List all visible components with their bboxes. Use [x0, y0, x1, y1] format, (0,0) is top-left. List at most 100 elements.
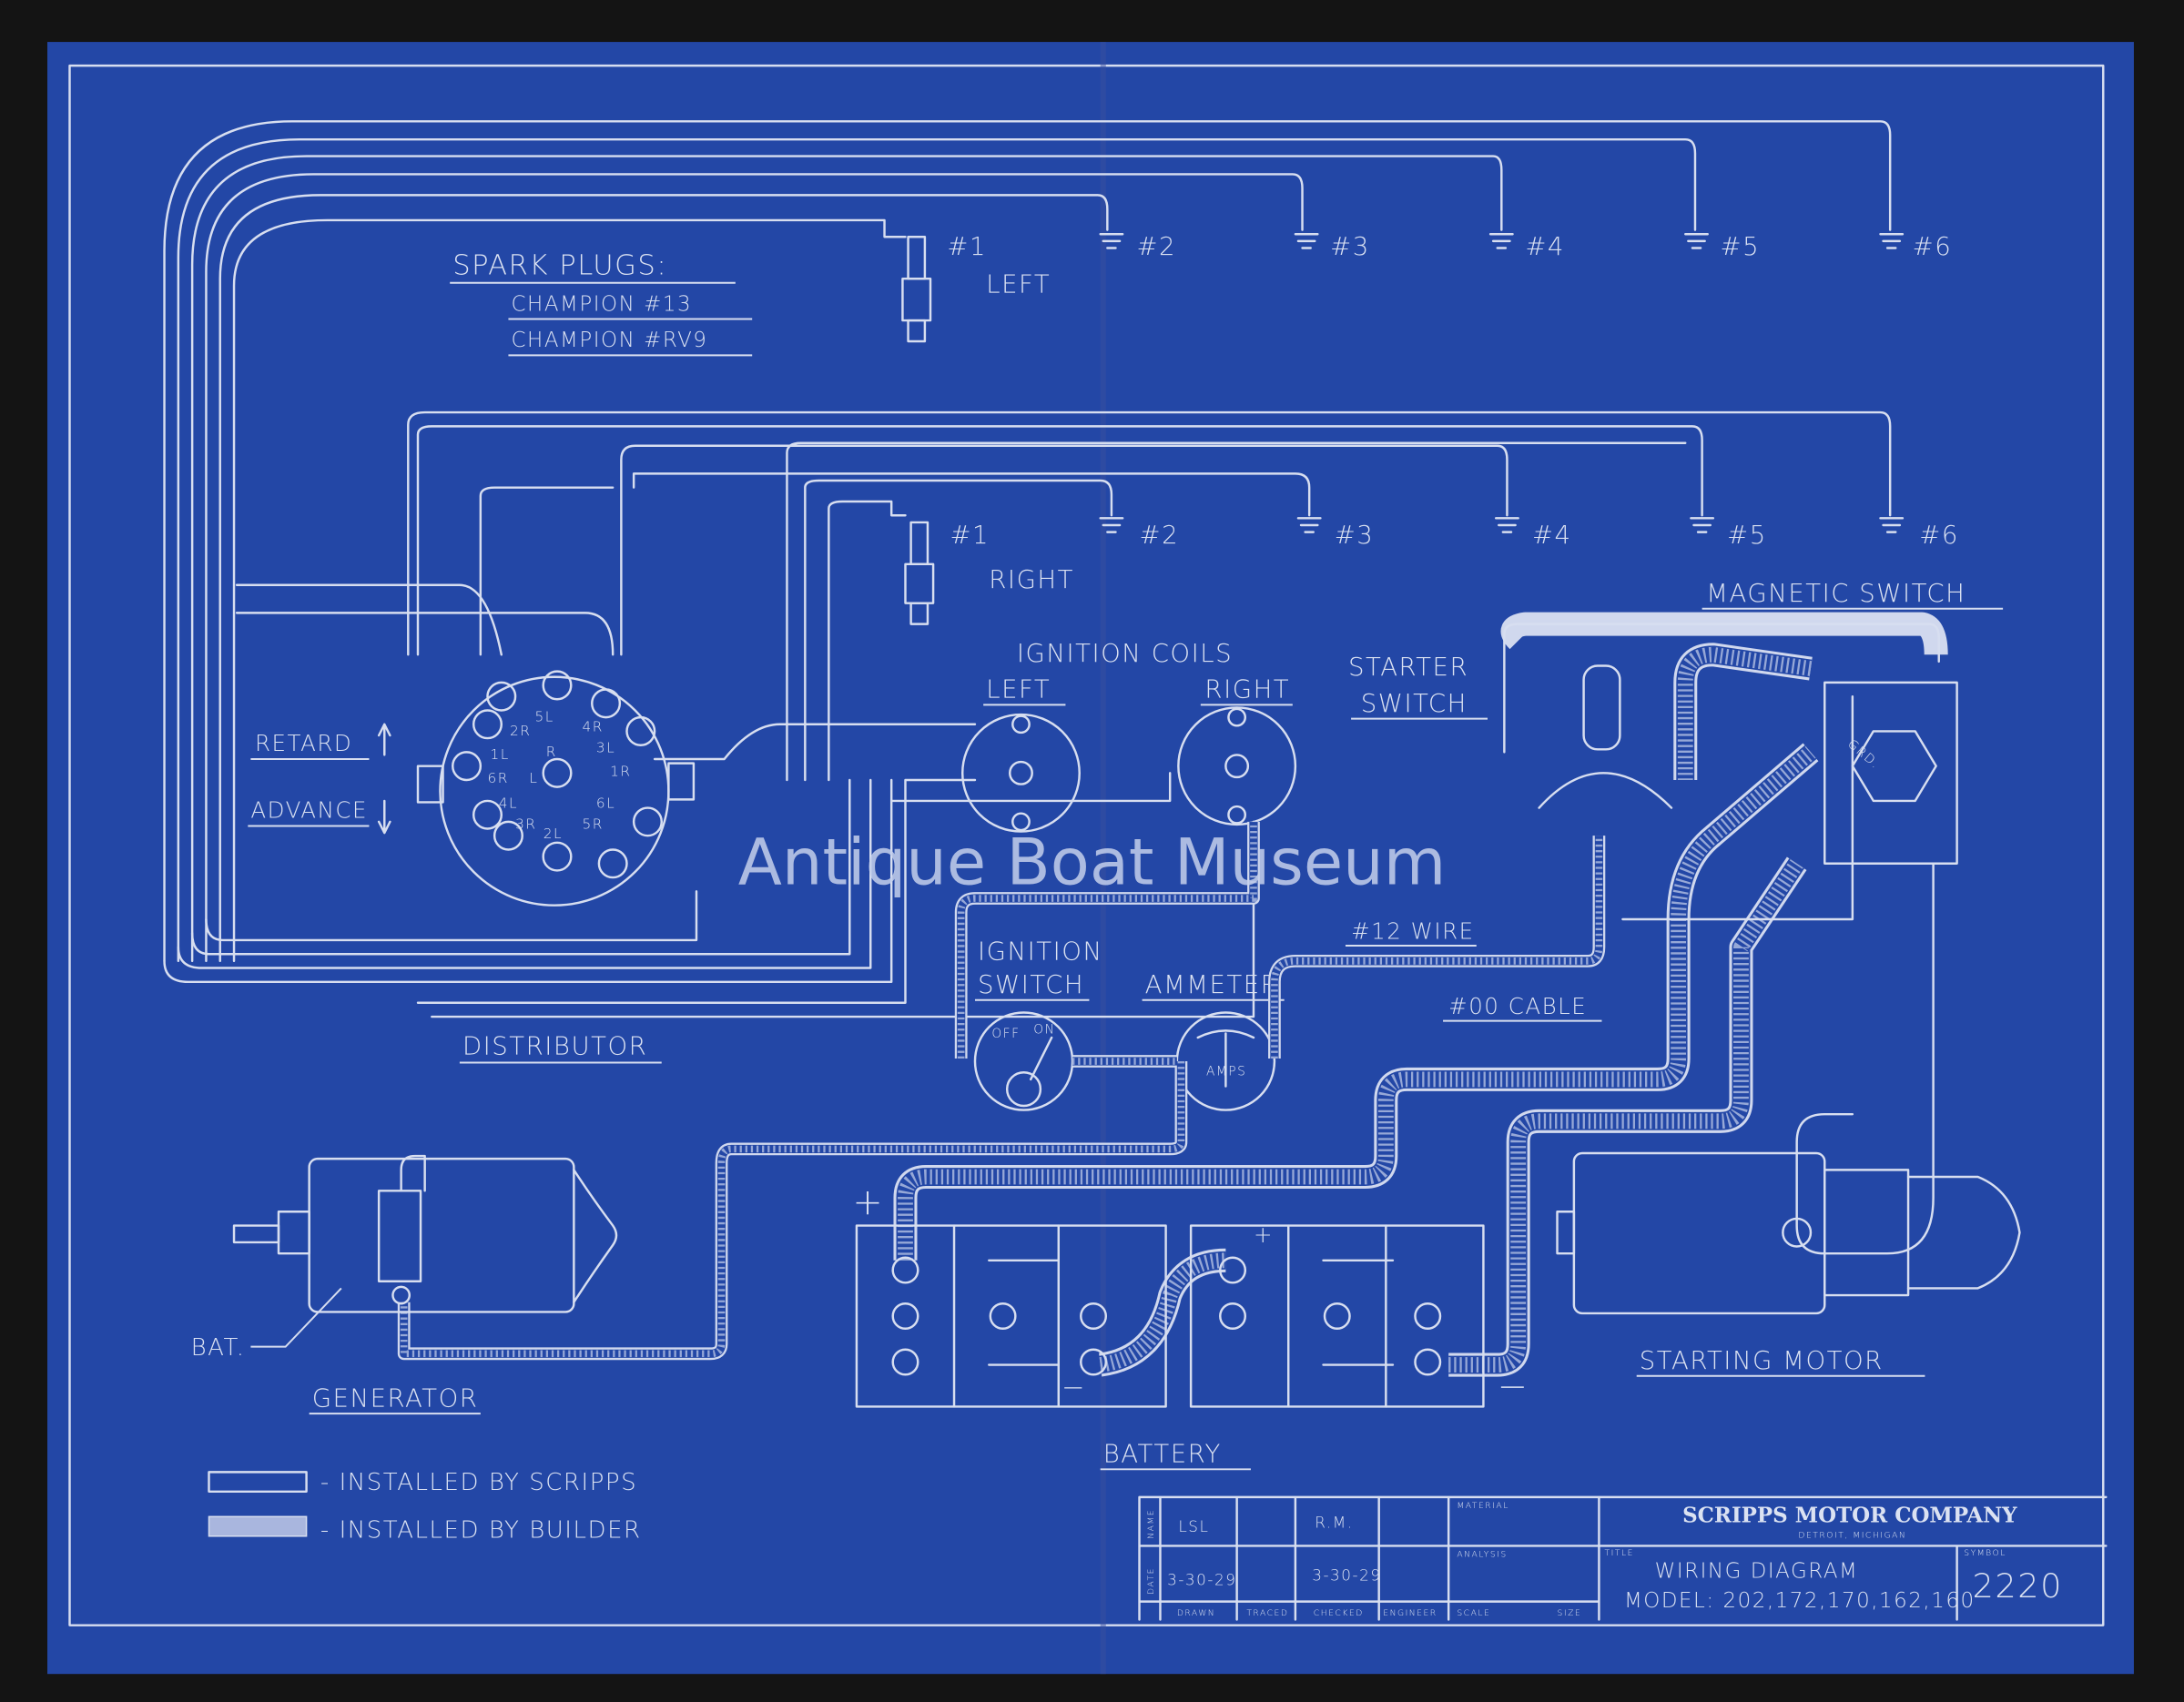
- battery-minus-label: −: [1062, 1373, 1086, 1404]
- starter-switch-label-line2: SWITCH: [1361, 689, 1468, 718]
- left-plug-wires: [163, 120, 1892, 963]
- starter-switch: [1538, 664, 1673, 809]
- distributor-label: DISTRIBUTOR: [462, 1031, 647, 1060]
- battery-plus-label-2: +: [1254, 1221, 1274, 1248]
- magnetic-switch-label: MAGNETIC SWITCH: [1706, 579, 1966, 608]
- material-label: MATERIAL: [1457, 1501, 1509, 1511]
- ignition-switch-label-line2: SWITCH: [978, 970, 1084, 999]
- distributor-terminal: 3R: [515, 816, 536, 833]
- champion-rv9-label: CHAMPION #RV9: [512, 329, 708, 352]
- right-spark-plug: [904, 521, 935, 625]
- battery: [855, 1224, 1485, 1408]
- plug-number: #4: [1532, 521, 1572, 550]
- champion-13-label: CHAMPION #13: [512, 292, 693, 316]
- plug-number: #5: [1727, 521, 1767, 550]
- generator-label: GENERATOR: [312, 1383, 479, 1413]
- drawn-date: 3-30-29: [1167, 1570, 1236, 1588]
- drawing-models: MODEL: 202,172,170,162,160: [1624, 1589, 1976, 1613]
- plug-number: #1: [950, 521, 990, 550]
- date-row-label: DATE: [1146, 1567, 1156, 1595]
- plug-number: #2: [1140, 521, 1180, 550]
- plug-number: #6: [1919, 521, 1959, 550]
- wire-12-label: #12 WIRE: [1351, 917, 1475, 944]
- left-spark-plug: [901, 236, 932, 343]
- switch-on-label: ON: [1033, 1022, 1055, 1037]
- name-row-label: NAME: [1146, 1509, 1156, 1539]
- company-location: DETROIT, MICHIGAN: [1798, 1530, 1906, 1540]
- starter-switch-label-line1: STARTER: [1348, 653, 1468, 682]
- distributor-terminal: 1R: [610, 763, 631, 779]
- left-bank-label: LEFT: [986, 269, 1051, 299]
- builder-small-wires: [397, 821, 1606, 1361]
- heavy-cables: [893, 612, 1948, 1377]
- distributor-wires: [163, 583, 1255, 1018]
- coil-right-label: RIGHT: [1204, 675, 1290, 704]
- retard-label: RETARD: [255, 730, 352, 756]
- plug-number: #1: [947, 232, 987, 261]
- distributor-terminal: 6L: [596, 795, 615, 812]
- title-label: TITLE: [1605, 1548, 1634, 1558]
- distributor-terminal: 6R: [487, 770, 508, 786]
- switch-off-label: OFF: [991, 1027, 1020, 1041]
- footer-engineer: ENGINEER: [1383, 1608, 1437, 1618]
- checked-date: 3-30-29: [1312, 1566, 1381, 1585]
- left-plug-numbers: #1 #2 #3 #4 #5 #6: [947, 232, 1953, 261]
- bat-label: BAT.: [191, 1334, 246, 1362]
- distributor-terminal: 3L: [596, 739, 615, 755]
- distributor-terminal: 2L: [543, 826, 563, 842]
- right-plug-numbers: #1 #2 #3 #4 #5 #6: [950, 521, 1959, 550]
- battery-label: BATTERY: [1103, 1440, 1222, 1469]
- ignition-coils-label: IGNITION COILS: [1017, 639, 1233, 668]
- advance-label: ADVANCE: [250, 796, 368, 823]
- ammeter-dial-label: AMPS: [1206, 1064, 1246, 1079]
- analysis-label: ANALYSIS: [1457, 1550, 1507, 1560]
- starting-motor: [1556, 1151, 2021, 1315]
- plug-number: #2: [1136, 232, 1176, 261]
- watermark: Antique Boat Museum: [738, 826, 1447, 900]
- right-bank-label: RIGHT: [989, 565, 1074, 594]
- legend-swatch-builder: [208, 1515, 308, 1537]
- ignition-coils: [960, 706, 1297, 833]
- footer-drawn: DRAWN: [1177, 1608, 1215, 1618]
- blueprint-sheet: [47, 42, 2134, 1675]
- legend-scripps: - INSTALLED BY SCRIPPS: [320, 1469, 637, 1496]
- generator: [232, 1154, 618, 1313]
- distributor-terminal: 5R: [583, 816, 604, 833]
- retard-advance-arrows-icon: [377, 723, 391, 835]
- plug-number: #4: [1525, 232, 1565, 261]
- right-plug-wires: [407, 410, 1892, 782]
- company-name: SCRIPPS MOTOR COMPANY: [1682, 1503, 2017, 1527]
- battery-plus-label: +: [852, 1181, 884, 1223]
- drawing-symbol: 2220: [1972, 1566, 2063, 1606]
- plug-number: #6: [1913, 232, 1953, 261]
- distributor: 5L 2R 4R 1L R 3L 1R 6R L 4L 6L 3R 2L 5R: [416, 670, 696, 907]
- legend: - INSTALLED BY SCRIPPS - INSTALLED BY BU…: [208, 1469, 642, 1544]
- legend-builder: - INSTALLED BY BUILDER: [320, 1516, 642, 1544]
- footer-checked: CHECKED: [1314, 1608, 1364, 1618]
- distributor-terminal: 5L: [535, 709, 554, 725]
- cable-00-label: #00 CABLE: [1448, 993, 1587, 1019]
- distributor-terminal: 4R: [583, 718, 604, 734]
- distributor-terminal: 1L: [491, 746, 510, 763]
- ignition-switch-label-line1: IGNITION: [978, 937, 1103, 966]
- plug-number: #5: [1721, 232, 1761, 261]
- footer-traced: TRACED: [1246, 1608, 1288, 1618]
- ground-symbols: [1099, 232, 1905, 533]
- footer-size: SIZE: [1558, 1608, 1582, 1618]
- distributor-terminal: R: [546, 744, 557, 760]
- spark-plugs-heading: SPARK PLUGS:: [452, 250, 667, 282]
- title-block: NAME DATE LSL R.M. 3-30-29 3-30-29 MATER…: [1138, 1495, 2108, 1621]
- distributor-terminal: 2R: [510, 723, 531, 739]
- symbol-label: SYMBOL: [1964, 1548, 2006, 1558]
- coil-left-label: LEFT: [986, 675, 1051, 704]
- plug-number: #3: [1335, 521, 1375, 550]
- starting-motor-label: STARTING MOTOR: [1640, 1346, 1884, 1375]
- ammeter-label: AMMETER: [1145, 970, 1280, 999]
- plug-number: #3: [1330, 232, 1370, 261]
- checked-name: R.M.: [1315, 1514, 1353, 1532]
- drawn-name: LSL: [1178, 1517, 1209, 1535]
- legend-swatch-scripps: [208, 1471, 308, 1494]
- distributor-terminal: 4L: [499, 795, 518, 812]
- footer-scale: SCALE: [1457, 1608, 1490, 1618]
